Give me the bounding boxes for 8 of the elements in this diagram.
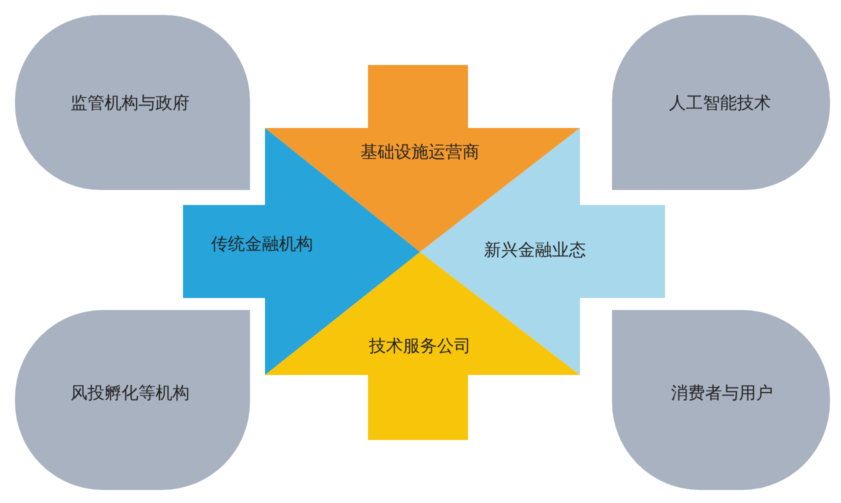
- node-label: 消费者与用户: [671, 382, 773, 404]
- node-label: 风投孵化等机构: [70, 382, 190, 404]
- node-label: 人工智能技术: [669, 92, 771, 114]
- node-label: 基础设施运营商: [360, 142, 480, 164]
- node-label: 传统金融机构: [211, 234, 313, 256]
- node-label: 新兴金融业态: [484, 240, 586, 262]
- node-label: 技术服务公司: [369, 336, 471, 358]
- node-label: 监管机构与政府: [70, 92, 190, 114]
